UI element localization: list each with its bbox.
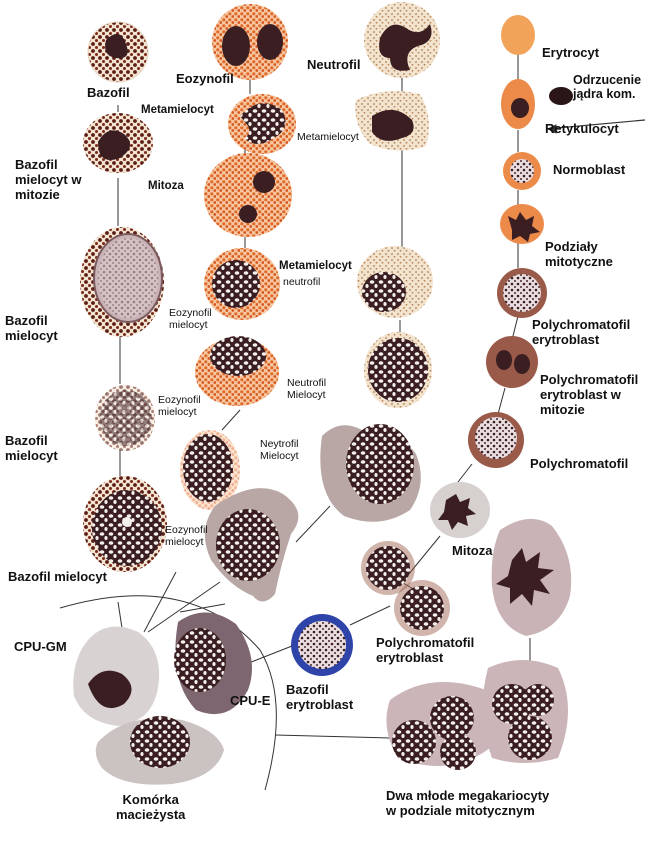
label-neutrofil: Neutrofil <box>307 57 361 72</box>
eosinophil-cells <box>180 4 299 602</box>
label-neutrofil-small: neutrofil <box>283 276 321 288</box>
label-bazofil-mielocyt-1: Bazofil mielocyt <box>5 313 58 343</box>
progenitor-cells <box>73 612 252 785</box>
label-mitoza-eo: Mitoza <box>148 180 184 192</box>
label-neytrofil-mielocyt: Neytrofil Mielocyt <box>260 438 299 463</box>
label-cpu-gm: CPU-GM <box>14 639 67 654</box>
megakaryocyte-cells <box>386 518 572 770</box>
label-bazofil-mielocyt-3: Bazofil mielocyt <box>8 569 107 584</box>
label-eozynofil-mielocyt-2: Eozynofil mielocyt <box>158 394 201 419</box>
erythroid-cells <box>291 15 573 676</box>
label-bazofil-mielocyt-2: Bazofil mielocyt <box>5 433 58 463</box>
label-metamielocyt-neutrofil: Metamielocyt <box>279 260 352 272</box>
label-bazofil-mielocyt-mitoza: Bazofil mielocyt w mitozie <box>15 157 82 202</box>
label-eozynofil-mielocyt-3: Eozynofil mielocyt <box>165 524 208 549</box>
basophil-cells <box>80 21 167 572</box>
label-normoblast: Normoblast <box>553 162 626 177</box>
label-eozynofil: Eozynofil <box>176 71 234 86</box>
label-polychromatofil-erytroblast-2: Polychromatofil erytroblast <box>376 635 475 665</box>
label-retykulocyt: Retykulocyt <box>545 121 619 136</box>
label-cpu-e: CPU-E <box>230 693 271 708</box>
label-metamielocyt-neu: Metamielocyt <box>297 131 359 143</box>
label-metamielocyt-eo: Metamielocyt <box>141 104 214 116</box>
label-bazofil-erytroblast: Bazofil erytroblast <box>286 682 354 712</box>
label-eozynofil-mielocyt-1: Eozynofil mielocyt <box>169 307 212 332</box>
label-neutrofil-mielocyt-1: Neutrofil Mielocyt <box>287 377 327 402</box>
label-mitoza-mega: Mitoza <box>452 543 493 558</box>
label-polychromatofil-erytroblast-mitoza: Polychromatofil erytroblast w mitozie <box>540 372 639 417</box>
label-podzialy: Podziały mitotyczne <box>545 239 613 269</box>
label-odrzucenie: Odrzucenie jądra kom. <box>573 73 642 102</box>
label-bazofil: Bazofil <box>87 85 130 100</box>
label-megakariocyty: Dwa młode megakariocyty w podziale mitot… <box>386 788 550 818</box>
label-polychromatofil-erytroblast-1: Polychromatofil erytroblast <box>532 317 631 347</box>
label-erytrocyt: Erytrocyt <box>542 45 600 60</box>
label-polychromatofil: Polychromatofil <box>530 456 629 471</box>
neutrophil-cells <box>320 2 440 522</box>
label-komorka-macierzysta: Komórka macieżysta <box>116 792 186 822</box>
